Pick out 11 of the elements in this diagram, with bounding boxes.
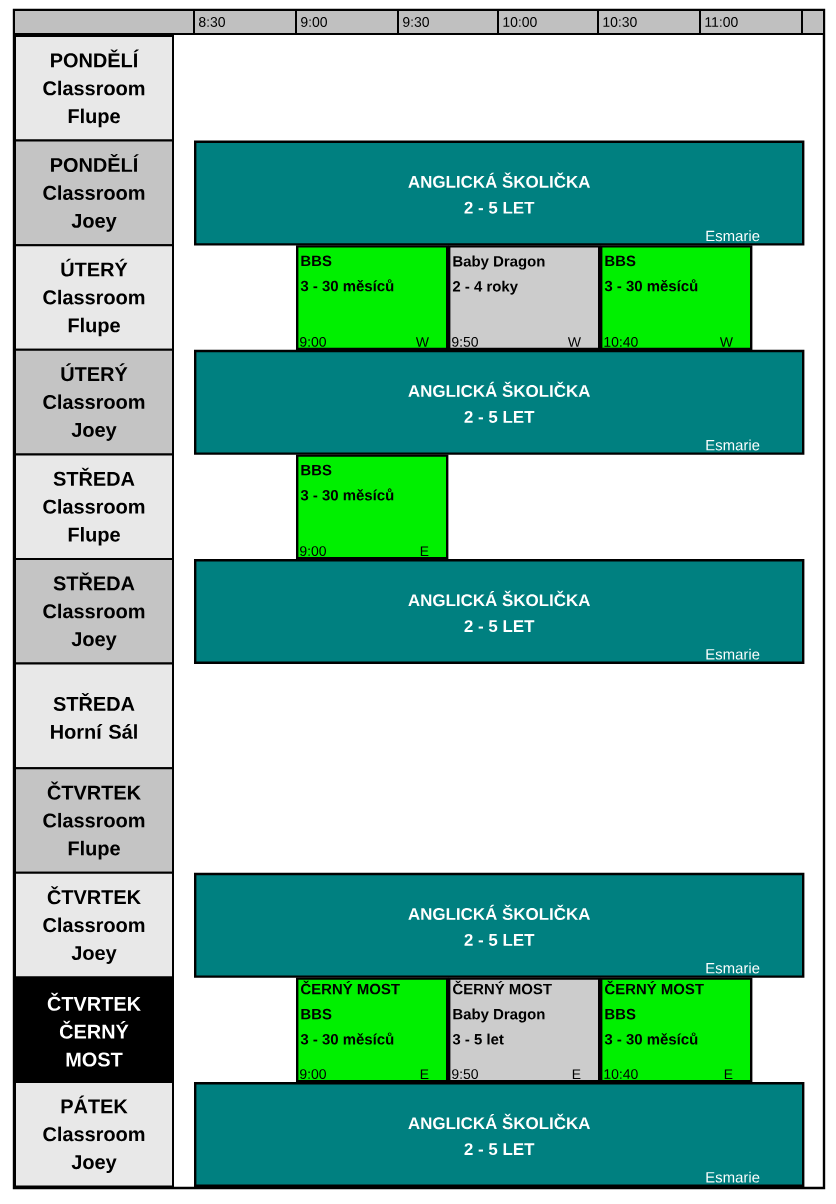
room-cell: ÚTERÝ Classroom Joey xyxy=(14,348,174,456)
room-cell: ČTVRTEK Classroom Flupe xyxy=(14,767,174,874)
room-cell: PÁTEK Classroom Joey xyxy=(14,1081,174,1188)
room-cell: STŘEDA Horní Sál xyxy=(14,662,174,770)
room-cell: PONDĚLÍ Classroom Joey xyxy=(14,139,174,247)
room-cell: ČTVRTEK ČERNÝ MOST xyxy=(14,976,174,1083)
room-cell: PONDĚLÍ Classroom Flupe xyxy=(14,35,174,142)
room-cell: ČTVRTEK Classroom Joey xyxy=(14,871,174,979)
room-cell: STŘEDA Classroom Joey xyxy=(14,558,174,665)
room-cell: STŘEDA Classroom Flupe xyxy=(14,453,174,560)
room-cell: ÚTERÝ Classroom Flupe xyxy=(14,244,174,351)
